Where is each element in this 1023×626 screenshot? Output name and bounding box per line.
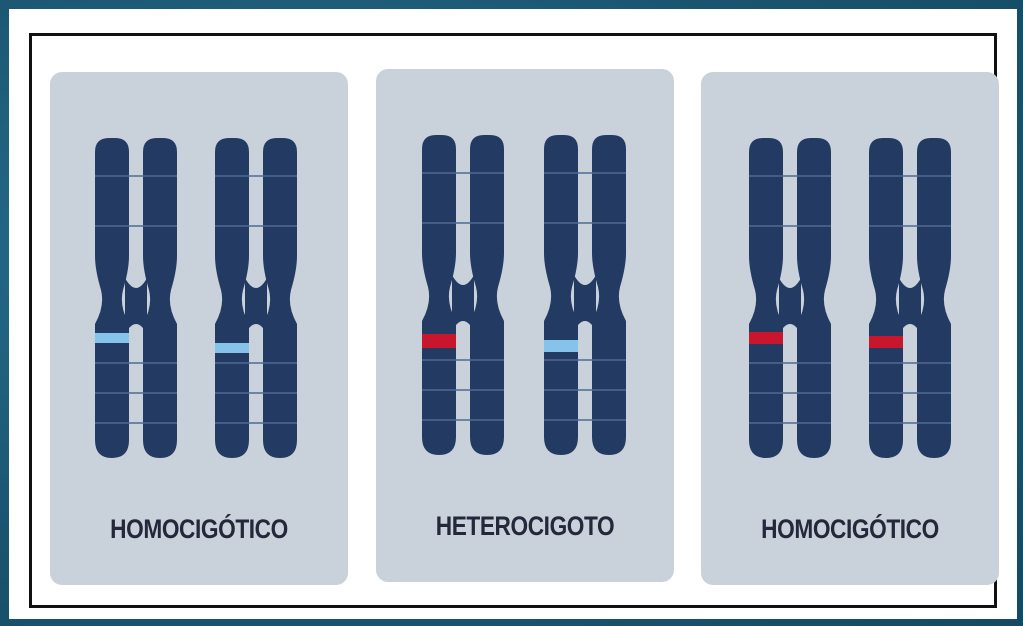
panel-heterozygous: HETEROCIGOTO [376, 69, 674, 582]
slide-frame: HOMOCIGÓTICO [9, 9, 1017, 619]
allele-marker [215, 343, 249, 353]
allele-marker [544, 340, 578, 352]
chromosome-1b [215, 138, 297, 458]
panel-label: HOMOCIGÓTICO [74, 514, 324, 545]
chromosome-2a [422, 135, 504, 455]
panel-homozygous-left: HOMOCIGÓTICO [50, 72, 348, 585]
figure-border: HOMOCIGÓTICO [29, 33, 997, 608]
allele-marker [749, 332, 783, 344]
chromosome-pair-2 [376, 69, 674, 582]
allele-marker [869, 336, 903, 348]
allele-marker [95, 333, 129, 343]
chromosome-2b [544, 135, 626, 455]
chromosome-1a [95, 138, 177, 458]
panel-homozygous-right: HOMOCIGÓTICO [701, 72, 999, 585]
chromosome-pair-1 [50, 72, 348, 585]
chromosome-pair-3 [701, 72, 999, 585]
allele-marker [422, 334, 456, 348]
panel-label: HETEROCIGOTO [400, 511, 650, 542]
chromosome-3a [749, 138, 831, 458]
chromosome-3b [869, 138, 951, 458]
panel-label: HOMOCIGÓTICO [725, 514, 975, 545]
